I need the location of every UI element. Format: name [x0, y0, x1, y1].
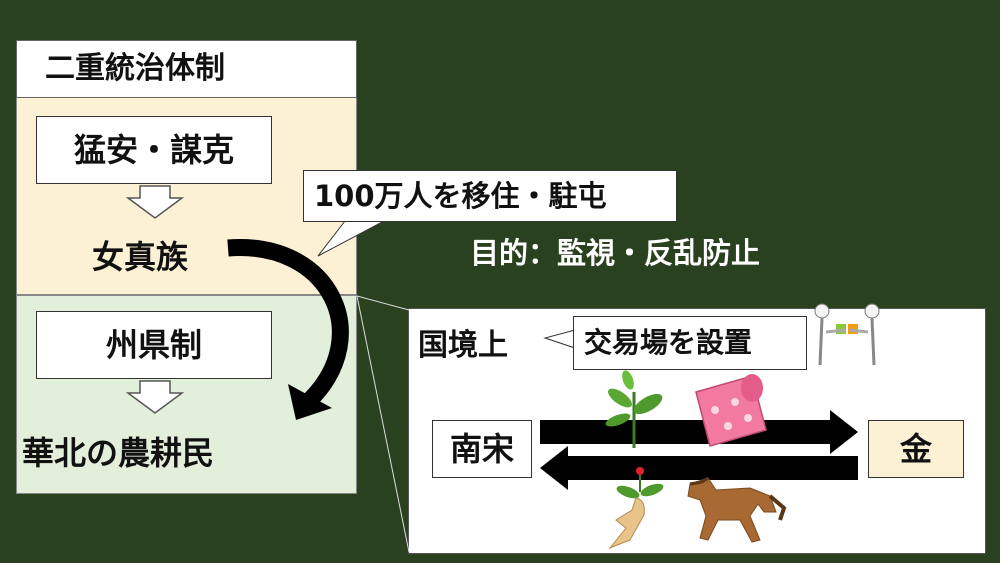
down-arrow-upper [125, 185, 185, 219]
migration-arrow [227, 239, 349, 407]
migrate-callout-tail [317, 220, 385, 257]
mengan-mouke-box: 猛安・謀克 [36, 116, 272, 184]
silk-cloth-icon [695, 374, 767, 447]
dual-rule-title: 二重統治体制 [16, 40, 357, 98]
trade-callout-tail [543, 329, 576, 349]
trade-market-callout: 交易場を設置 [573, 316, 807, 370]
jurchen-label: 女真族 [92, 238, 189, 276]
purpose-text: 目的：監視・反乱防止 [470, 236, 761, 270]
prefecture-county-box: 州県制 [36, 311, 272, 379]
north-china-peasants-label: 華北の農耕民 [22, 434, 215, 472]
jin-box: 金 [868, 420, 964, 478]
migration-callout: 100万人を移住・駐屯 [303, 170, 677, 222]
handshake-icon [814, 303, 880, 366]
migration-arrow-head [288, 384, 332, 420]
import-arrow [540, 446, 858, 490]
zoom-line-top [356, 295, 410, 311]
export-arrow [540, 410, 858, 454]
southern-song-box: 南宋 [432, 420, 532, 478]
ginseng-icon [608, 467, 664, 550]
down-arrow-lower [125, 380, 185, 414]
zoom-line-bottom [356, 295, 410, 553]
border-label: 国境上 [418, 328, 508, 363]
tea-leaf-icon [605, 370, 663, 448]
horse-icon [687, 476, 787, 543]
